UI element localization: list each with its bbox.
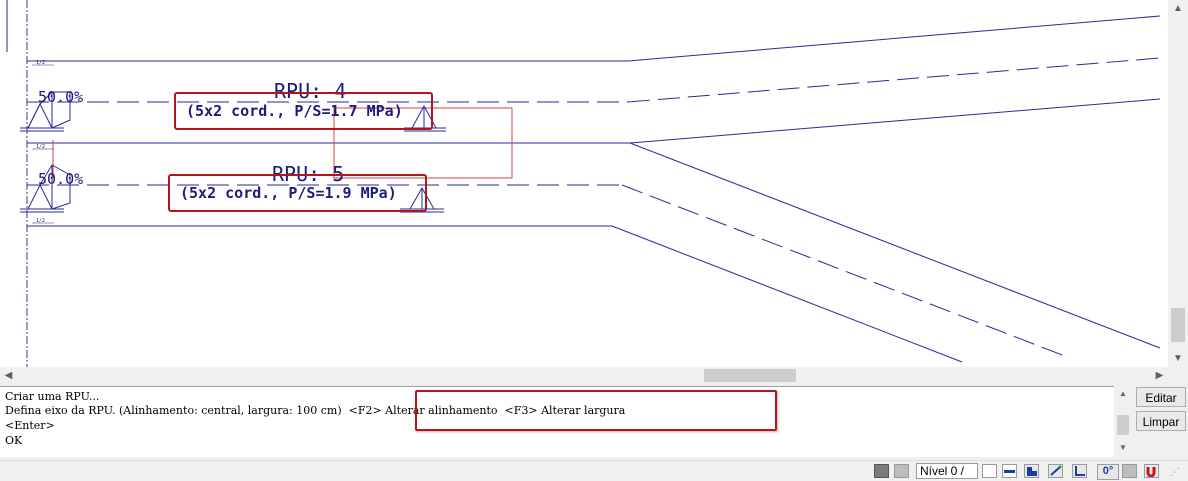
- drawing-canvas[interactable]: 1/2 1/2 1/2 50.0% 50.0% RPU: 4 (5x2 cord…: [0, 0, 1169, 367]
- canvas-area: 1/2 1/2 1/2 50.0% 50.0% RPU: 4 (5x2 cord…: [0, 0, 1188, 384]
- level-field[interactable]: Nível 0 /: [916, 463, 978, 479]
- rpu4-annotation-box: [174, 92, 433, 130]
- scroll-up-icon[interactable]: ▲: [1173, 3, 1183, 14]
- console-scrollbar[interactable]: ▲ ▼: [1114, 387, 1132, 455]
- marker-bottom-label: 1/2: [36, 218, 45, 224]
- rpu4-percent: 50.0%: [38, 88, 83, 106]
- vertical-scrollbar[interactable]: ▲ ▼: [1168, 0, 1188, 367]
- rpu4-top-edge-diverge: [627, 15, 1161, 62]
- line-weight-icon[interactable]: [1002, 464, 1017, 478]
- console-scroll-up-icon[interactable]: ▲: [1119, 389, 1127, 398]
- horizontal-scrollbar[interactable]: ◀ ▶: [0, 367, 1168, 384]
- function-keys-annotation-box: [415, 390, 777, 431]
- rpu4-bottom-edge-diverge: [629, 98, 1161, 144]
- command-console[interactable]: Criar uma RPU... Defina eixo da RPU. (Al…: [0, 386, 1114, 457]
- rpu4-right-support-icon: [404, 104, 446, 132]
- grid-toggle-icon[interactable]: [1122, 464, 1137, 478]
- console-line-1: Criar uma RPU...: [5, 390, 100, 403]
- console-line-2: Defina eixo da RPU. (Alinhamento: centra…: [5, 404, 626, 417]
- scroll-down-icon[interactable]: ▼: [1173, 353, 1183, 364]
- rpu5-bottom-edge-diverge: [611, 225, 963, 363]
- layer-fill-icon[interactable]: [894, 464, 909, 478]
- horizontal-scroll-thumb[interactable]: [704, 369, 796, 382]
- ortho-icon[interactable]: [1048, 464, 1063, 478]
- rpu5-percent: 50.0%: [38, 170, 83, 188]
- drawing-svg[interactable]: 1/2 1/2 1/2 50.0% 50.0% RPU: 4 (5x2 cord…: [0, 0, 1168, 367]
- rpu4-axis-diverge: [627, 57, 1161, 103]
- scroll-right-icon[interactable]: ▶: [1155, 370, 1164, 381]
- console-scroll-down-icon[interactable]: ▼: [1119, 443, 1127, 452]
- blank-toggle-icon[interactable]: [982, 464, 997, 478]
- marker-top-label: 1/2: [36, 60, 45, 66]
- status-bar: Nível 0 / 0° ⋰: [0, 460, 1188, 481]
- corner-icon[interactable]: [1072, 464, 1087, 478]
- clear-button[interactable]: Limpar: [1136, 411, 1186, 431]
- command-area: Criar uma RPU... Defina eixo da RPU. (Al…: [0, 386, 1188, 458]
- rpu5-spec: (5x2 cord., P/S=1.9 MPa): [180, 184, 397, 202]
- marker-mid-label: 1/2: [36, 144, 45, 150]
- snap-icon[interactable]: [1024, 464, 1039, 478]
- magnet-icon[interactable]: [1144, 464, 1159, 478]
- edit-button[interactable]: Editar: [1136, 387, 1186, 407]
- rpu5-axis-diverge: [621, 184, 1071, 359]
- resize-grip-icon[interactable]: ⋰: [1170, 467, 1180, 478]
- console-line-4: OK: [5, 434, 23, 447]
- rpu4-left-support-icon: [20, 91, 71, 132]
- scroll-left-icon[interactable]: ◀: [4, 370, 13, 381]
- console-line-3: <Enter>: [5, 419, 55, 432]
- rpu4-title: RPU: 4: [274, 79, 346, 103]
- rpu5-right-support-icon: [400, 186, 444, 213]
- angle-indicator[interactable]: 0°: [1097, 464, 1119, 480]
- console-scroll-thumb[interactable]: [1117, 415, 1129, 435]
- vertical-scroll-thumb[interactable]: [1171, 308, 1185, 342]
- layer-color-icon[interactable]: [874, 464, 889, 478]
- rpu5-annotation-box: [168, 174, 427, 212]
- rpu5-left-support-icon: [20, 164, 71, 213]
- rpu4-spec: (5x2 cord., P/S=1.7 MPa): [186, 102, 403, 120]
- rpu5-top-edge-diverge: [629, 142, 1161, 349]
